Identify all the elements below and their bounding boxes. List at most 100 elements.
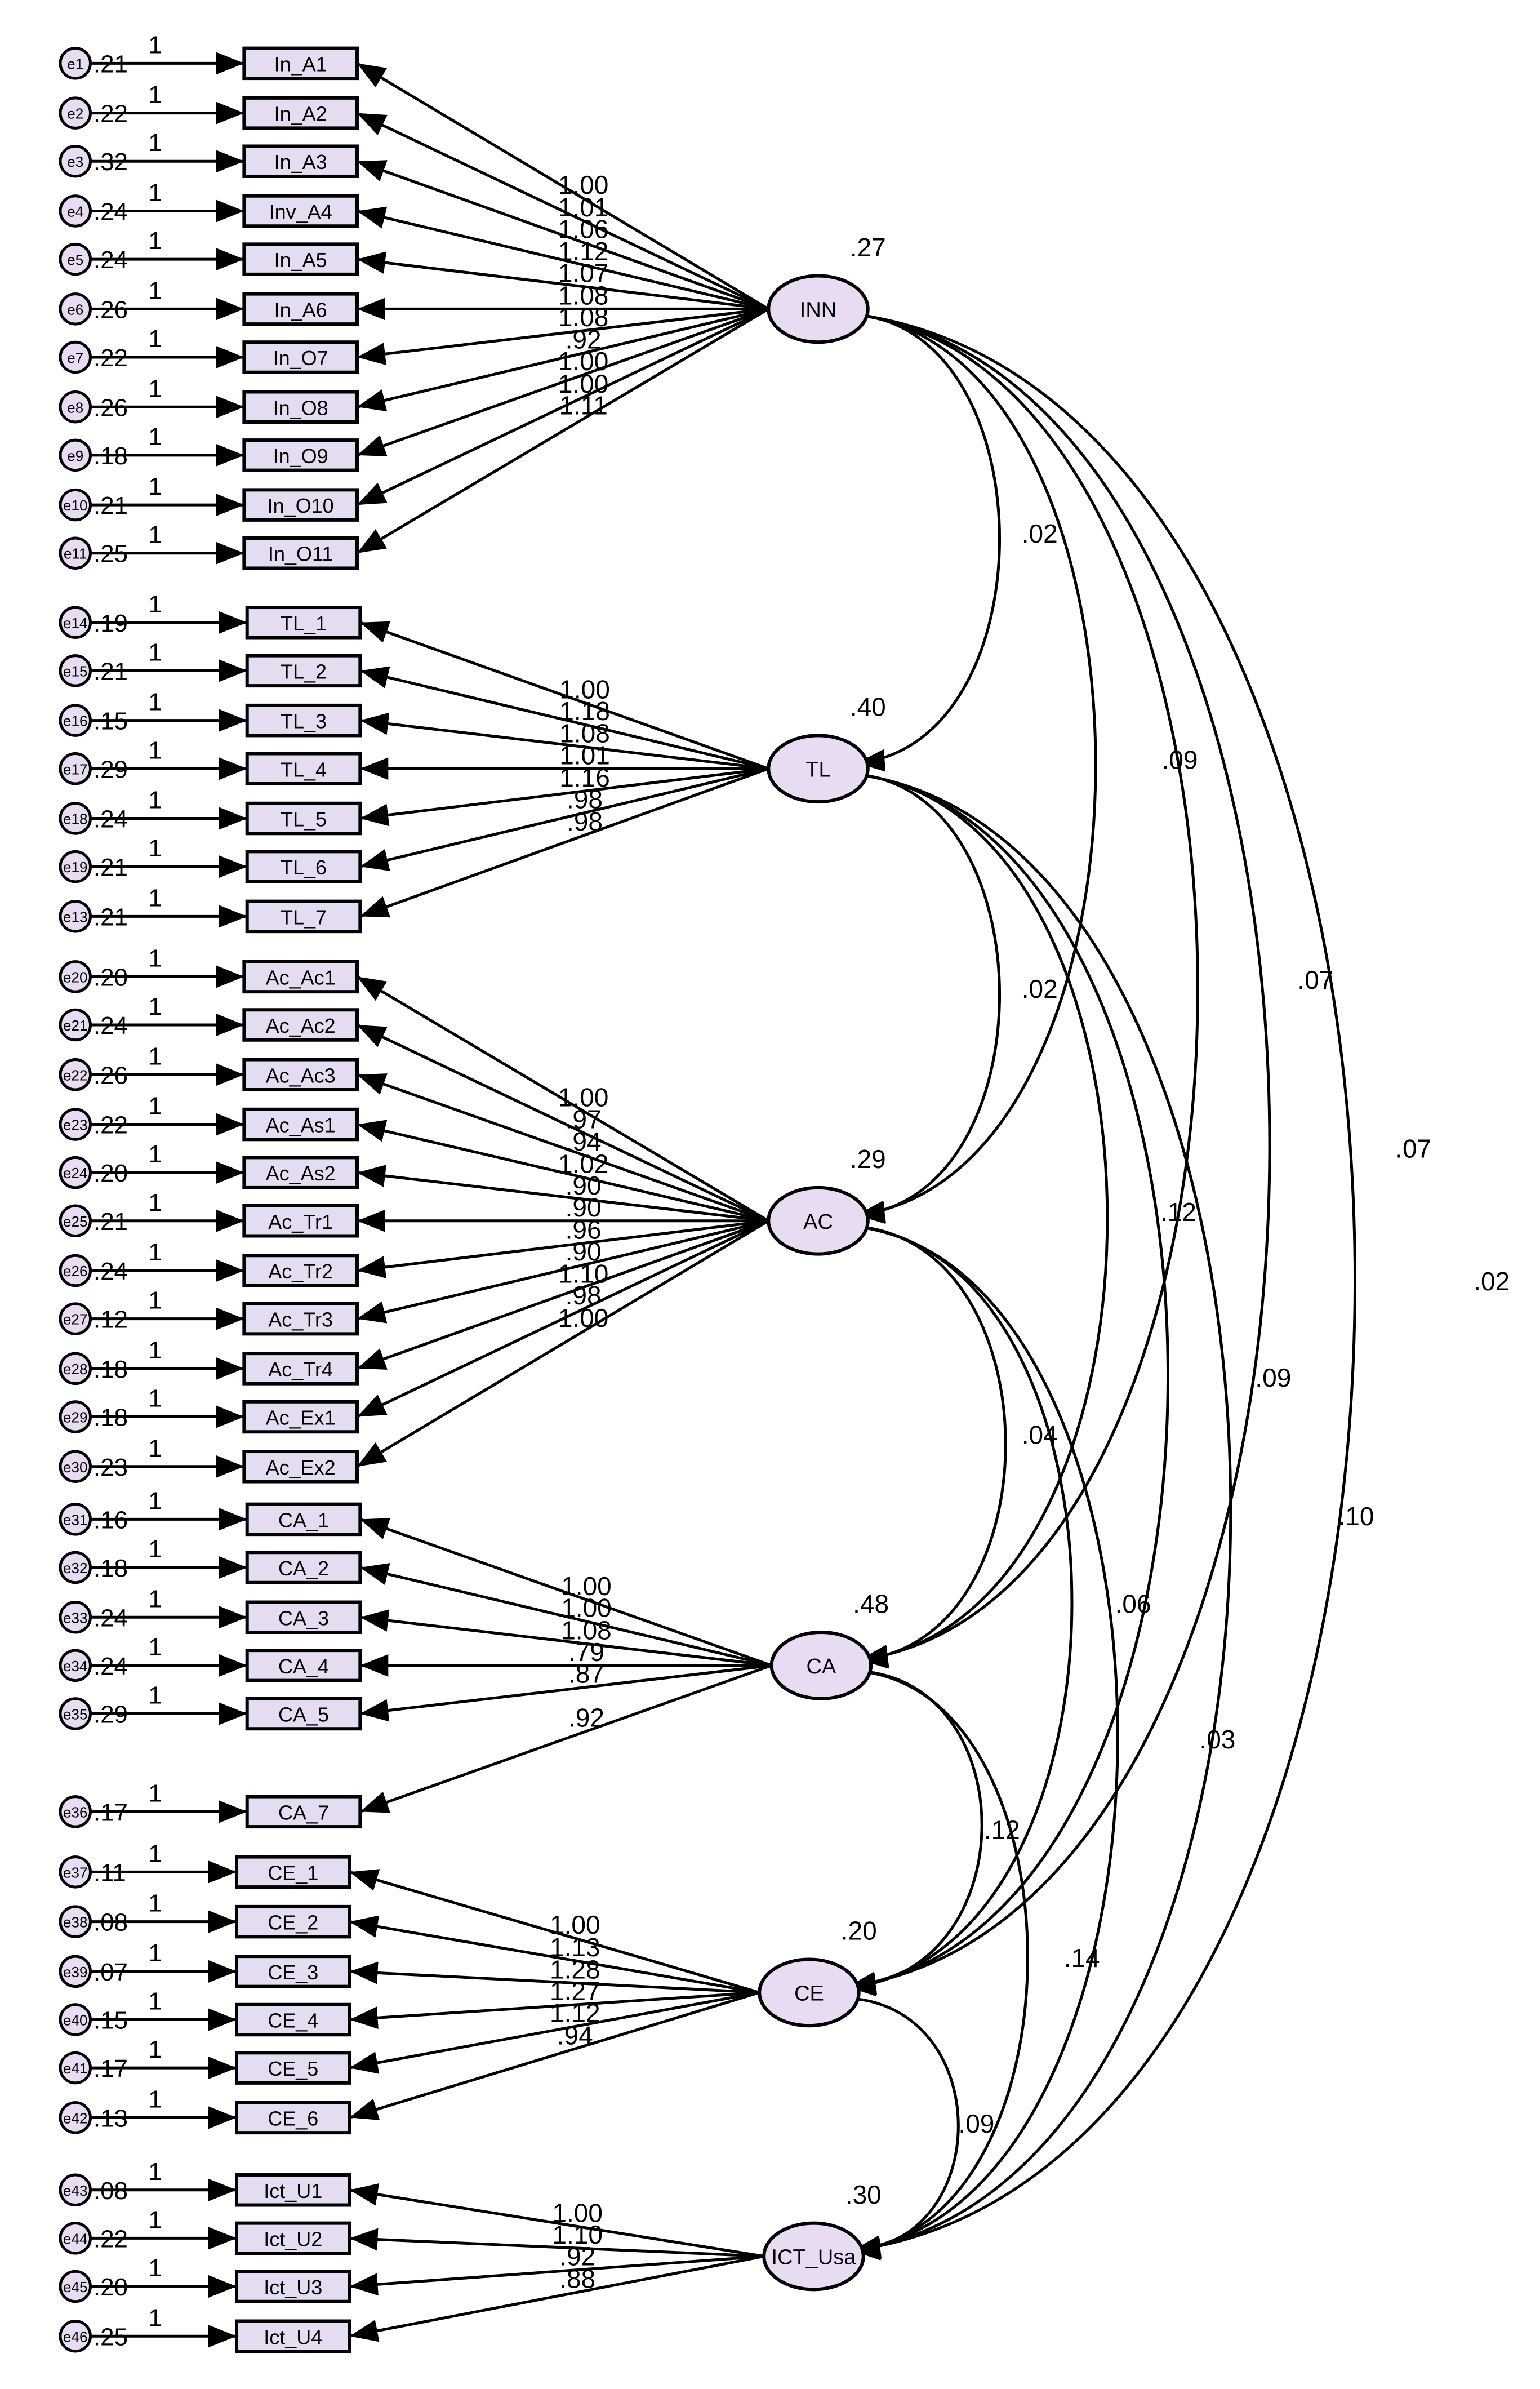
error-term-circle[interactable] bbox=[59, 850, 92, 883]
error-term-circle[interactable] bbox=[59, 960, 92, 993]
error-term-circle[interactable] bbox=[59, 1302, 92, 1335]
observed-variable-box[interactable]: Ac_Ac3 bbox=[242, 1058, 359, 1092]
observed-variable-box[interactable]: Ac_Tr2 bbox=[242, 1254, 359, 1287]
observed-variable-box[interactable]: Ict_U2 bbox=[234, 2221, 351, 2255]
error-term-circle[interactable] bbox=[59, 390, 92, 424]
error-term-circle[interactable] bbox=[59, 144, 92, 178]
observed-variable-box[interactable]: CA_5 bbox=[245, 1697, 362, 1731]
error-term-circle[interactable] bbox=[59, 1601, 92, 1634]
error-term-circle[interactable] bbox=[59, 606, 92, 640]
error-term-circle[interactable] bbox=[59, 242, 92, 276]
observed-variable-box[interactable]: CE_6 bbox=[234, 2101, 351, 2135]
observed-variable-box[interactable]: CE_1 bbox=[234, 1855, 351, 1889]
observed-variable-box[interactable]: In_O8 bbox=[242, 390, 359, 424]
observed-variable-box[interactable]: Ac_Ac2 bbox=[242, 1008, 359, 1042]
observed-variable-box[interactable]: In_A3 bbox=[242, 144, 359, 178]
error-term-circle[interactable] bbox=[59, 438, 92, 472]
latent-variable-inn[interactable]: INN bbox=[767, 274, 870, 344]
observed-variable-box[interactable]: TL_4 bbox=[245, 752, 362, 785]
error-term-circle[interactable] bbox=[59, 47, 92, 80]
error-term-circle[interactable] bbox=[59, 802, 92, 835]
error-term-circle[interactable] bbox=[59, 1058, 92, 1091]
error-term-circle[interactable] bbox=[59, 704, 92, 737]
observed-label: Ac_Ex1 bbox=[266, 1406, 336, 1429]
observed-variable-box[interactable]: Ac_Ex2 bbox=[242, 1450, 359, 1484]
latent-variable-ac[interactable]: AC bbox=[767, 1185, 870, 1256]
latent-variable-ca[interactable]: CA bbox=[769, 1631, 873, 1700]
error-term-circle[interactable] bbox=[59, 1352, 92, 1386]
observed-variable-box[interactable]: In_A6 bbox=[242, 292, 359, 326]
error-term-circle[interactable] bbox=[59, 1008, 92, 1042]
error-term-circle[interactable] bbox=[59, 1697, 92, 1730]
observed-variable-box[interactable]: CE_3 bbox=[234, 1955, 351, 1988]
observed-variable-box[interactable]: Ict_U1 bbox=[234, 2173, 351, 2207]
error-term-circle[interactable] bbox=[59, 340, 92, 374]
observed-variable-box[interactable]: In_O10 bbox=[242, 488, 359, 522]
error-term-circle[interactable] bbox=[59, 1400, 92, 1433]
error-term-circle[interactable] bbox=[59, 1905, 92, 1938]
loading-path bbox=[356, 62, 769, 310]
observed-variable-box[interactable]: Ict_U4 bbox=[234, 2319, 351, 2353]
error-term-circle[interactable] bbox=[59, 536, 92, 570]
observed-variable-box[interactable]: TL_5 bbox=[245, 801, 362, 836]
observed-variable-box[interactable]: CE_5 bbox=[234, 2051, 351, 2085]
observed-variable-box[interactable]: In_A2 bbox=[242, 96, 359, 130]
error-term-circle[interactable] bbox=[59, 1795, 92, 1828]
error-term-circle[interactable] bbox=[59, 1551, 92, 1584]
error-term-circle[interactable] bbox=[59, 1108, 92, 1141]
error-term-circle[interactable] bbox=[59, 654, 92, 687]
observed-variable-box[interactable]: In_O7 bbox=[242, 340, 359, 374]
observed-label: Ict_U1 bbox=[264, 2179, 322, 2203]
error-term-circle[interactable] bbox=[59, 1649, 92, 1682]
error-term-circle[interactable] bbox=[59, 2222, 92, 2255]
observed-variable-box[interactable]: TL_7 bbox=[245, 899, 362, 934]
observed-variable-box[interactable]: Ac_As2 bbox=[242, 1156, 359, 1189]
observed-variable-box[interactable]: In_A5 bbox=[242, 242, 359, 276]
observed-variable-box[interactable]: TL_2 bbox=[245, 654, 362, 688]
error-term-circle[interactable] bbox=[59, 194, 92, 228]
error-term-circle[interactable] bbox=[59, 900, 92, 933]
observed-variable-box[interactable]: Ac_Tr1 bbox=[242, 1204, 359, 1238]
error-term-circle[interactable] bbox=[59, 2270, 92, 2303]
observed-variable-box[interactable]: Ac_Ex1 bbox=[242, 1400, 359, 1434]
error-term-circle[interactable] bbox=[59, 1855, 92, 1889]
latent-variable-tl[interactable]: TL bbox=[767, 734, 870, 804]
observed-variable-box[interactable]: Ac_Ac1 bbox=[242, 960, 359, 994]
error-term-circle[interactable] bbox=[59, 1955, 92, 1988]
error-term-circle[interactable] bbox=[59, 752, 92, 785]
observed-variable-box[interactable]: CA_4 bbox=[245, 1649, 362, 1682]
observed-variable-box[interactable]: CE_2 bbox=[234, 1904, 351, 1939]
observed-variable-box[interactable]: In_A1 bbox=[242, 46, 359, 81]
error-term-circle[interactable] bbox=[59, 96, 92, 130]
error-term-circle[interactable] bbox=[59, 1156, 92, 1189]
error-term-circle[interactable] bbox=[59, 2173, 92, 2207]
error-term-circle[interactable] bbox=[59, 488, 92, 522]
observed-variable-box[interactable]: Ac_Tr4 bbox=[242, 1352, 359, 1386]
error-term-circle[interactable] bbox=[59, 2003, 92, 2036]
error-term-circle[interactable] bbox=[59, 2051, 92, 2085]
error-term-circle[interactable] bbox=[59, 292, 92, 326]
observed-variable-box[interactable]: CA_2 bbox=[245, 1551, 362, 1584]
observed-variable-box[interactable]: TL_1 bbox=[245, 606, 362, 640]
observed-variable-box[interactable]: CA_1 bbox=[245, 1502, 362, 1537]
observed-variable-box[interactable]: In_O9 bbox=[242, 438, 359, 472]
observed-variable-box[interactable]: CA_3 bbox=[245, 1600, 362, 1635]
error-term-circle[interactable] bbox=[59, 1450, 92, 1484]
observed-label: CE_3 bbox=[268, 1961, 318, 1984]
latent-variable-ce[interactable]: CE bbox=[758, 1957, 861, 2028]
latent-variable-ict[interactable]: ICT_Usa bbox=[762, 2221, 865, 2292]
error-term-circle[interactable] bbox=[59, 2101, 92, 2134]
observed-variable-box[interactable]: In_O11 bbox=[242, 536, 359, 570]
observed-variable-box[interactable]: Ict_U3 bbox=[234, 2270, 351, 2303]
observed-variable-box[interactable]: CA_7 bbox=[245, 1795, 362, 1829]
observed-variable-box[interactable]: Inv_A4 bbox=[242, 194, 359, 228]
error-term-circle[interactable] bbox=[59, 1254, 92, 1287]
observed-variable-box[interactable]: Ac_Tr3 bbox=[242, 1302, 359, 1336]
observed-variable-box[interactable]: TL_6 bbox=[245, 850, 362, 883]
observed-variable-box[interactable]: CE_4 bbox=[234, 2002, 351, 2037]
error-term-circle[interactable] bbox=[59, 1503, 92, 1536]
observed-variable-box[interactable]: TL_3 bbox=[245, 703, 362, 738]
error-term-circle[interactable] bbox=[59, 2320, 92, 2353]
observed-variable-box[interactable]: Ac_As1 bbox=[242, 1107, 359, 1142]
error-term-circle[interactable] bbox=[59, 1204, 92, 1237]
